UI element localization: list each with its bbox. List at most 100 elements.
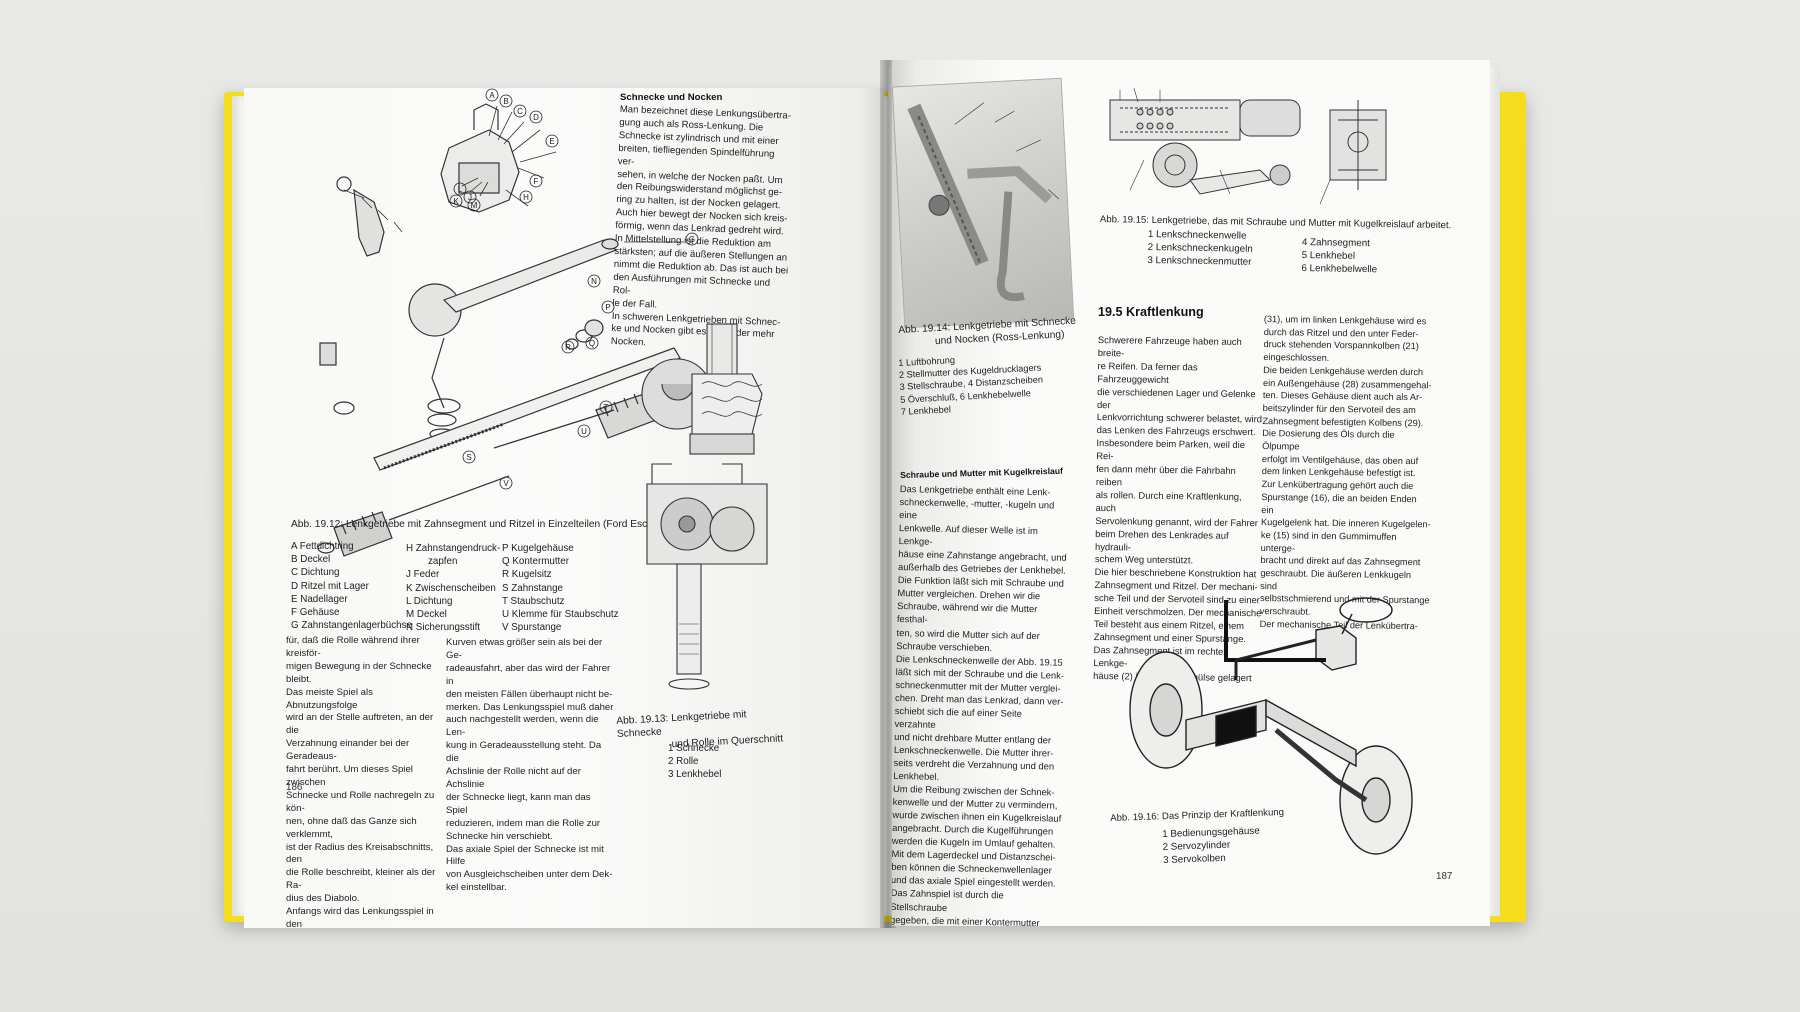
figure-label: K	[453, 197, 459, 206]
figure-label: L	[458, 185, 463, 194]
legend-item: R Kugelsitz	[502, 569, 552, 581]
text-line: für, daß die Rolle während ihrer kreisfö…	[286, 635, 420, 659]
text-line: kel einstellbar.	[446, 882, 507, 894]
figure-label: V	[503, 479, 509, 488]
figure-label-circle	[467, 198, 481, 212]
text-line: Das axiale Spiel der Schnecke ist mit Hi…	[446, 843, 604, 868]
left-body-column-2: Kurven etwas größer sein als bei der Ge-…	[446, 637, 614, 895]
text-line: Schwerere Fahrzeuge haben auch breite-	[1097, 334, 1242, 359]
text-line: auch nachgestellt werden, wenn die Len-	[446, 714, 599, 739]
text-line: re Reifen. Da ferner das Fahrzeuggewicht	[1097, 359, 1198, 385]
figure-label: B	[503, 97, 508, 106]
legend-item: F Gehäuse	[291, 607, 340, 619]
figure-label-circle	[585, 336, 599, 350]
legend-item: P Kugelgehäuse	[502, 543, 574, 554]
figure-label: N	[591, 277, 597, 286]
legend-item: U Klemme für Staubschutz	[502, 609, 619, 621]
text-line: kung in Geradeausstellung steht. Da die	[446, 740, 602, 765]
text-line: Das Zahnspiel ist durch die Stellschraub…	[892, 887, 1004, 913]
text-line: Spurstange (16), die an beiden Enden ein	[1261, 491, 1417, 515]
text-line: geschraubt. Die äußeren Lenkkugeln sind	[1260, 568, 1412, 591]
text-line: dius des Diabolo.	[286, 893, 360, 905]
legend-item: 2 Rolle	[668, 756, 699, 768]
text-line: fen dann mehr über die Fahrbahn reiben	[1095, 463, 1236, 488]
text-line: fahrt berührt. Um dieses Spiel zwischen	[286, 764, 413, 788]
text-line: den meisten Fällen überhaupt nicht be-	[446, 688, 613, 700]
figure-label-circle	[463, 190, 477, 204]
figure-label: G	[689, 235, 695, 244]
figure-label: C	[517, 107, 523, 116]
figure-label: R	[565, 343, 571, 352]
legend-item: D Ritzel mit Lager	[291, 580, 369, 592]
legend-item: G Zahnstangenlagerbüchse	[291, 620, 412, 632]
text-line: reduzieren, indem man die Rolle zur	[446, 817, 601, 829]
figure-label: S	[466, 453, 471, 462]
legend-item: 3 Lenkhebel	[668, 769, 722, 781]
figure-label: U	[581, 427, 587, 436]
figure-label-circle	[485, 88, 499, 102]
figure-label-circle	[449, 194, 463, 208]
legend-item: zapfen	[428, 556, 458, 568]
legend-item: M Deckel	[406, 609, 447, 621]
figure-19-13-drawing	[641, 323, 768, 690]
text-line: nen, ohne daß das Ganze sich verklemmt,	[286, 815, 417, 840]
legend-item: 3 Lenkschneckenmutter	[1147, 255, 1252, 269]
legend-item: V Spurstange	[502, 622, 562, 634]
figure-label: F	[534, 177, 539, 186]
figure-label-circle	[587, 274, 601, 288]
page-number-right: 187	[1436, 871, 1453, 882]
text-line: die Rolle beschreibt, kleiner als der Ra…	[286, 867, 436, 892]
figure-label-circle	[519, 190, 533, 204]
figure-label: P	[605, 303, 610, 312]
text-line: ke (15) sind in den Gummimuffen unterge-	[1260, 529, 1397, 554]
heading-schnecke-und-nocken: Schnecke und Nocken	[620, 92, 723, 103]
text-line: Kurven etwas größer sein als bei der Ge-	[446, 637, 603, 661]
left-body-column-1: für, daß die Rolle während ihrer kreisfö…	[286, 635, 446, 928]
text-line: Schraube, während wir die Mutter festhal…	[896, 600, 1038, 626]
legend-item: 4 Zahnsegment	[1301, 236, 1371, 250]
legend-item: C Dichtung	[291, 567, 340, 579]
text-line: radeausfahrt, aber das wird der Fahrer i…	[446, 662, 611, 687]
legend-item: H Zahnstangendruck-	[406, 543, 501, 554]
figure-label-circle	[685, 232, 699, 246]
legend-item: 6 Lenkhebelwelle	[1301, 263, 1378, 276]
text-line: Lenkwelle. Auf dieser Welle ist im Lenkg…	[898, 522, 1039, 547]
figure-label-circle	[577, 424, 591, 438]
figure-label-circle	[462, 450, 476, 464]
figure-label: D	[533, 113, 539, 122]
figure-label: M	[471, 201, 478, 210]
text-line: Verzahnung einander bei der Geradeaus-	[286, 738, 410, 763]
figure-label-circle	[601, 300, 615, 314]
text-line: Anfangs wird das Lenkungsspiel in den	[286, 906, 434, 928]
kugelkreislauf-text: Das Lenkgetriebe enthält eine Lenk-schne…	[892, 482, 1070, 926]
text-line: Schnecke hin verschiebt.	[446, 830, 553, 842]
legend-item: T Staubschutz	[502, 595, 565, 607]
legend-item: L Dichtung	[406, 595, 453, 607]
text-line: ist der Radius des Kreisabschnitts, den	[286, 841, 434, 866]
legend-item: 3 Servokolben	[1162, 853, 1226, 867]
legend-item: B Deckel	[291, 554, 331, 566]
text-line: als rollen. Durch eine Kraftlenkung, auc…	[1095, 488, 1242, 514]
legend-item: K Zwischenscheiben	[406, 582, 496, 594]
figure-label-circle	[499, 476, 513, 490]
figure-19-15-drawing	[1109, 87, 1387, 205]
text-line: von Ausgleichscheiben unter dem Dek-	[446, 869, 613, 881]
figure-label: T	[604, 403, 609, 412]
legend-item: E Nadellager	[291, 593, 348, 605]
text-line: schiebt sich die auf einer Seite verzahn…	[894, 704, 1023, 730]
page-number-left: 186	[286, 782, 303, 793]
legend-item: S Zahnstange	[502, 582, 564, 594]
figure-label: J	[468, 193, 472, 202]
figure-19-12-caption: Abb. 19.12: Lenkgetriebe mit Zahnsegment…	[291, 519, 663, 530]
heading-kraftlenkung: 19.5 Kraftlenkung	[1098, 305, 1204, 319]
